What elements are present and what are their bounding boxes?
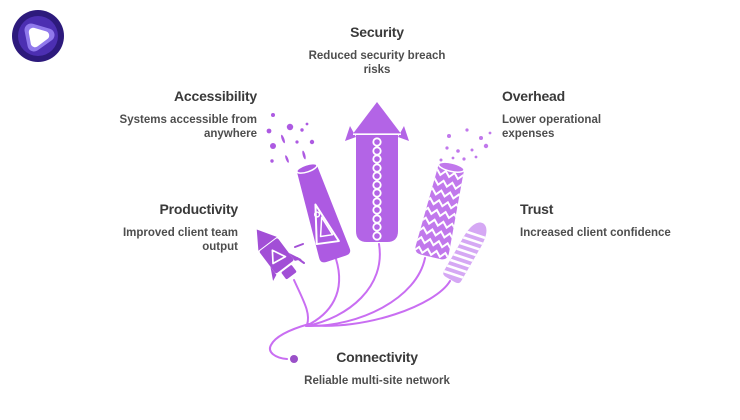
label-trust-desc: Increased client confidence [520, 227, 671, 239]
label-productivity-title: Productivity [159, 201, 238, 217]
logo-center-triangle [28, 27, 50, 48]
rocket-nose [352, 102, 402, 135]
rocket-fin-left [270, 266, 277, 282]
firework-cone-icon [296, 162, 351, 263]
label-connectivity-desc: Reliable multi-site network [304, 375, 450, 387]
label-overhead: Overhead Lower operational expenses [502, 88, 672, 141]
label-security-desc: Reduced security breach risks [308, 50, 446, 76]
rocket-triangle-decoration [271, 249, 287, 265]
brand-logo [12, 10, 64, 62]
label-security: Security Reduced security breach risks [277, 24, 477, 77]
fuse-end-dot [290, 355, 298, 363]
cone-decoration [313, 203, 340, 246]
label-security-title: Security [350, 24, 404, 40]
small-rocket-sparks-icon [294, 243, 305, 264]
stripe-pattern [441, 229, 489, 280]
label-productivity: Productivity Improved client team output [68, 201, 238, 254]
rocket-tail [281, 265, 297, 280]
firework-rocket-striped-icon [441, 222, 489, 284]
label-accessibility: Accessibility Systems accessible from an… [87, 88, 258, 141]
rocket-nose [256, 229, 277, 251]
label-connectivity: Connectivity Reliable multi-site network [277, 349, 477, 388]
cylinder-rim [437, 161, 465, 173]
firework-cylinder-zigzag-icon [414, 161, 468, 260]
label-trust: Trust Increased client confidence [520, 201, 740, 240]
zigzag-sparkles-icon [439, 128, 492, 162]
label-trust-title: Trust [520, 201, 554, 217]
label-accessibility-title: Accessibility [174, 88, 257, 104]
label-accessibility-desc: Systems accessible from anywhere [119, 114, 257, 140]
fuse-lines [269, 243, 451, 360]
zigzag-pattern [414, 167, 468, 260]
cone-rim [296, 162, 318, 174]
rocket-fin-right [398, 126, 409, 141]
label-productivity-desc: Improved client team output [122, 227, 238, 253]
label-overhead-desc: Lower operational expenses [502, 114, 602, 140]
firework-rocket-small-icon [256, 229, 302, 282]
cone-sparkles-icon [266, 113, 315, 163]
label-overhead-title: Overhead [502, 88, 565, 104]
rocket-dot-pattern [372, 137, 382, 241]
rocket-body [259, 238, 294, 274]
firework-rocket-dotted-icon [345, 102, 409, 242]
rocket-fin-left [345, 126, 356, 141]
label-connectivity-title: Connectivity [336, 349, 418, 365]
